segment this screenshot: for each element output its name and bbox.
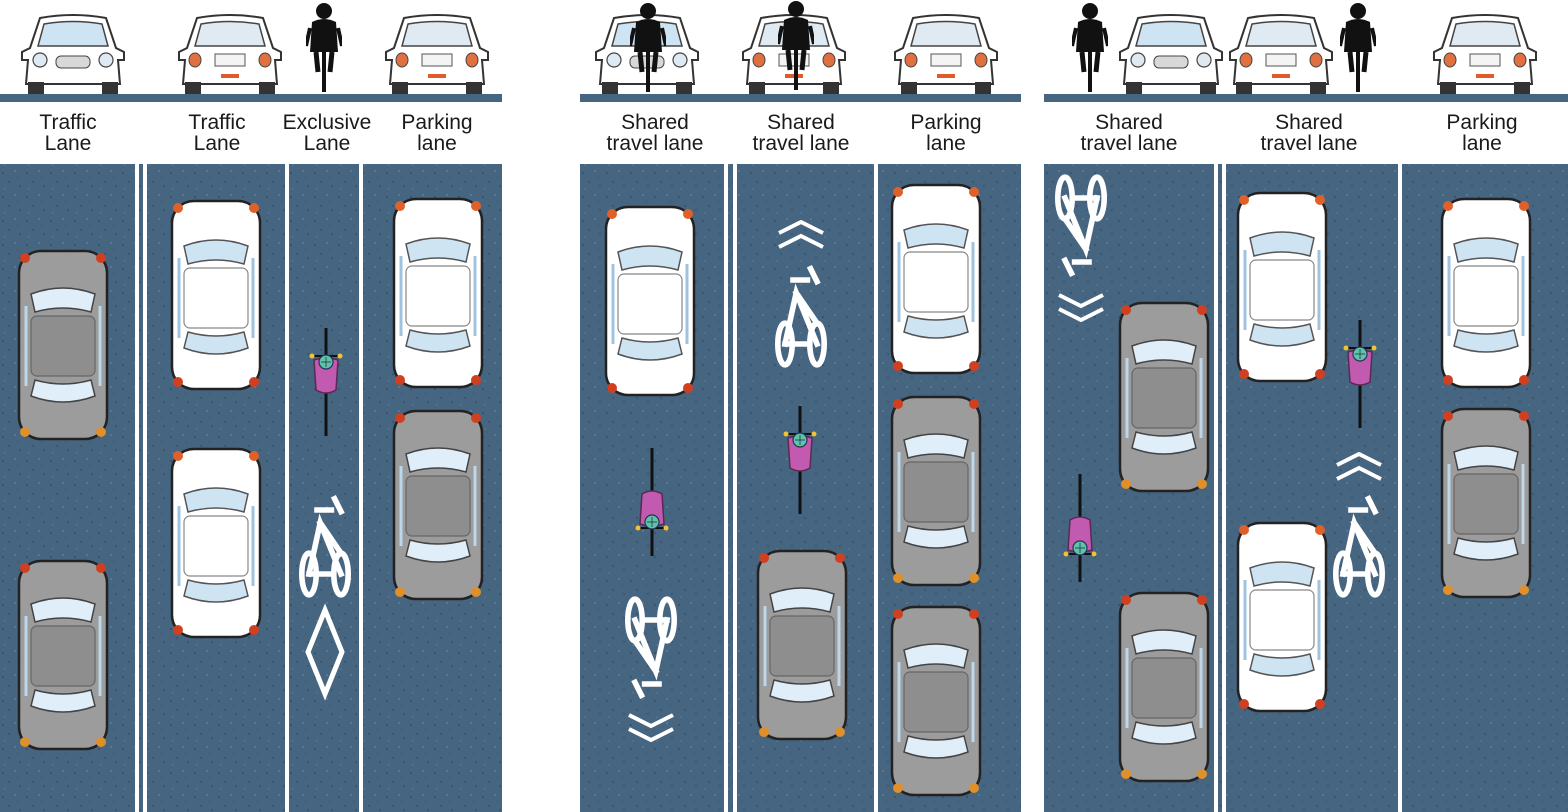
car-top-icon [1118, 591, 1210, 783]
lane-label: Shared travel lane [1260, 111, 1358, 155]
car-top-icon [392, 197, 484, 389]
road-surface [580, 164, 1021, 812]
car-top-icon [604, 205, 696, 397]
car-top-icon [1440, 407, 1532, 599]
car-top-icon [1236, 521, 1328, 713]
lane-line [1222, 164, 1226, 812]
car-top-icon [392, 409, 484, 601]
curb-strip [0, 94, 502, 102]
car-top-icon [890, 395, 982, 587]
lane-line [143, 164, 147, 812]
car-top-icon [1440, 197, 1532, 389]
car-top-icon [756, 549, 848, 741]
car-top-icon [1118, 301, 1210, 493]
curb-strip [1044, 94, 1568, 102]
lane-label: Parking lane [1446, 111, 1518, 155]
panel-shared-lane-b: Shared travel lane Shared travel lane Pa… [1044, 0, 1568, 812]
lane-label: Parking lane [401, 111, 473, 155]
lane-line [1214, 164, 1218, 812]
lane-line [285, 164, 289, 812]
lane-label: Traffic Lane [188, 111, 246, 155]
lane-line [874, 164, 878, 812]
car-top-icon [890, 605, 982, 797]
label-band [1044, 102, 1568, 164]
lane-line [1398, 164, 1402, 812]
label-band [0, 102, 502, 164]
car-top-icon [17, 249, 109, 441]
car-top-icon [890, 183, 982, 375]
lane-line [724, 164, 728, 812]
lane-line [359, 164, 363, 812]
lane-label: Shared travel lane [752, 111, 850, 155]
lane-line [135, 164, 139, 812]
lane-label: Traffic Lane [39, 111, 97, 155]
road-surface [1044, 164, 1568, 812]
road-surface [0, 164, 502, 812]
panel-exclusive-lane: Traffic Lane Traffic Lane Exclusive Lane… [0, 0, 502, 812]
panel-shared-lane-a: Shared travel lane Shared travel lane Pa… [580, 0, 1021, 812]
curb-strip [580, 94, 1021, 102]
lane-label: Exclusive Lane [282, 111, 372, 155]
label-band [580, 102, 1021, 164]
lane-label: Shared travel lane [1080, 111, 1178, 155]
car-top-icon [170, 447, 262, 639]
car-top-icon [170, 199, 262, 391]
lane-label: Parking lane [910, 111, 982, 155]
car-top-icon [17, 559, 109, 751]
car-top-icon [1236, 191, 1328, 383]
diamond-icon [305, 603, 345, 701]
lane-label: Shared travel lane [606, 111, 704, 155]
lane-line [733, 164, 737, 812]
